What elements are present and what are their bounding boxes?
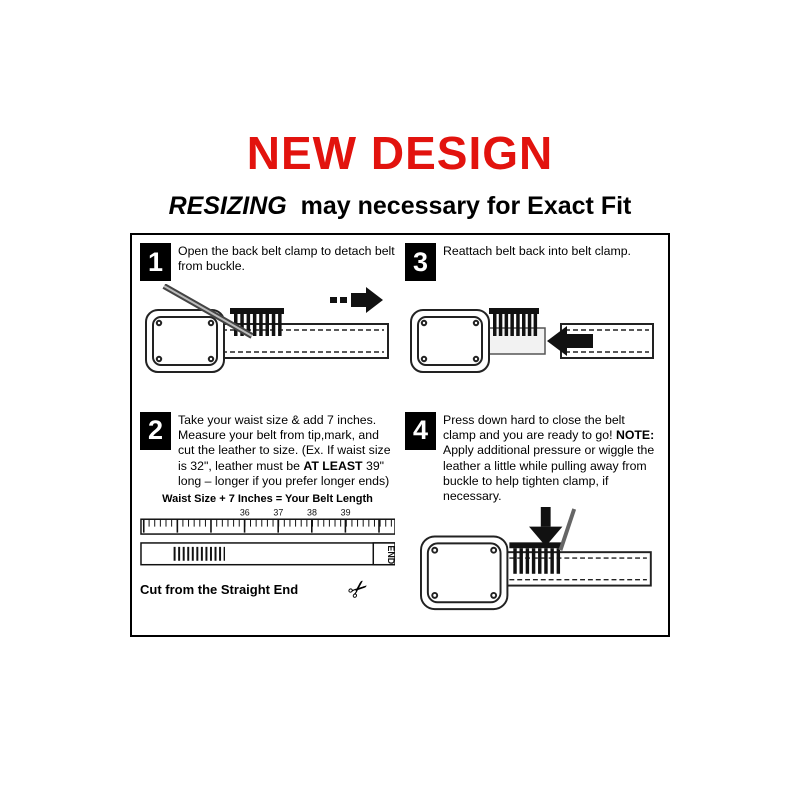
page-title: NEW DESIGN [246, 127, 554, 179]
tick-label-37: 37 [273, 507, 283, 517]
step-4-note-label: NOTE: [615, 428, 655, 443]
buckle-outline [420, 535, 509, 611]
arrow-right-icon [330, 287, 383, 313]
step-2-header: 2 Take your waist size & add 7 inches. M… [140, 411, 395, 489]
step-4-number-badge: 4 [405, 411, 436, 450]
belt-length-formula: Waist Size + 7 Inches = Your Belt Length [162, 492, 373, 505]
subtitle-rest: may necessary for Exact Fit [293, 192, 632, 220]
step-2-text-post: 39" long – longer if you prefer longer e… [178, 458, 390, 488]
step-3: 3 Reattach belt back into belt clamp. [405, 243, 660, 406]
ruler-numbers: 36 37 38 39 [240, 507, 351, 517]
step-4-close-clamp-illustration [420, 507, 652, 611]
step-1-text: Open the back belt clamp to detach belt … [178, 244, 395, 274]
step-4-text-pre: Press down hard to close the belt clamp … [443, 412, 625, 443]
cut-instruction-row: Cut from the Straight End ✂ [140, 573, 395, 607]
tick-label-38: 38 [307, 507, 317, 517]
clamp-lever [558, 508, 577, 552]
step-3-number-badge: 3 [405, 243, 436, 281]
buckle-outline [410, 309, 490, 373]
step-1-buckle-open-illustration [145, 284, 389, 373]
end-label: END [386, 545, 395, 564]
arrow-left-icon [547, 326, 593, 356]
step-4-text-post: Apply additional pressure or wiggle the … [443, 443, 655, 503]
end-box [372, 542, 395, 566]
step-1-header: 1 Open the back belt clamp to detach bel… [140, 243, 395, 281]
step-2-text: Take your waist size & add 7 inches. Mea… [178, 412, 395, 489]
subtitle: RESIZING may necessary for Exact Fit [0, 192, 800, 221]
buckle-outline [145, 309, 225, 373]
step-3-text: Reattach belt back into belt clamp. [443, 244, 631, 258]
scissors-icon: ✂ [342, 572, 376, 607]
pry-tool-icon [162, 284, 254, 339]
step-2-text-pre: Take your waist size & add 7 inches. Mea… [178, 412, 391, 473]
step-3-reattach-illustration [410, 308, 654, 373]
instructions-box: 1 Open the back belt clamp to detach bel… [130, 233, 670, 637]
step-4: 4 Press down hard to close the belt clam… [405, 411, 660, 627]
step-2-text-bold: AT LEAST [303, 458, 363, 473]
step-2: 2 Take your waist size & add 7 inches. M… [140, 411, 395, 627]
step-4-header: 4 Press down hard to close the belt clam… [405, 411, 660, 504]
step-1: 1 Open the back belt clamp to detach bel… [140, 243, 395, 406]
ruler-strip [140, 518, 395, 535]
ruler-illustration: 36 37 38 39 END [140, 507, 395, 566]
belt-end-strip [140, 542, 395, 566]
clamp-teeth [489, 308, 539, 336]
tick-label-36: 36 [240, 507, 250, 517]
tick-label-39: 39 [341, 507, 351, 517]
step-3-header: 3 Reattach belt back into belt clamp. [405, 243, 660, 281]
arrow-down-icon [529, 507, 563, 547]
subtitle-emphasis: RESIZING [168, 192, 287, 220]
cut-instruction-text: Cut from the Straight End [140, 582, 299, 598]
step-1-number-badge: 1 [140, 243, 171, 281]
ruler-diagram: Waist Size + 7 Inches = Your Belt Length… [140, 492, 395, 607]
step-2-number-badge: 2 [140, 411, 171, 450]
step-4-text: Press down hard to close the belt clamp … [443, 412, 660, 504]
clamp-teeth [509, 542, 563, 574]
